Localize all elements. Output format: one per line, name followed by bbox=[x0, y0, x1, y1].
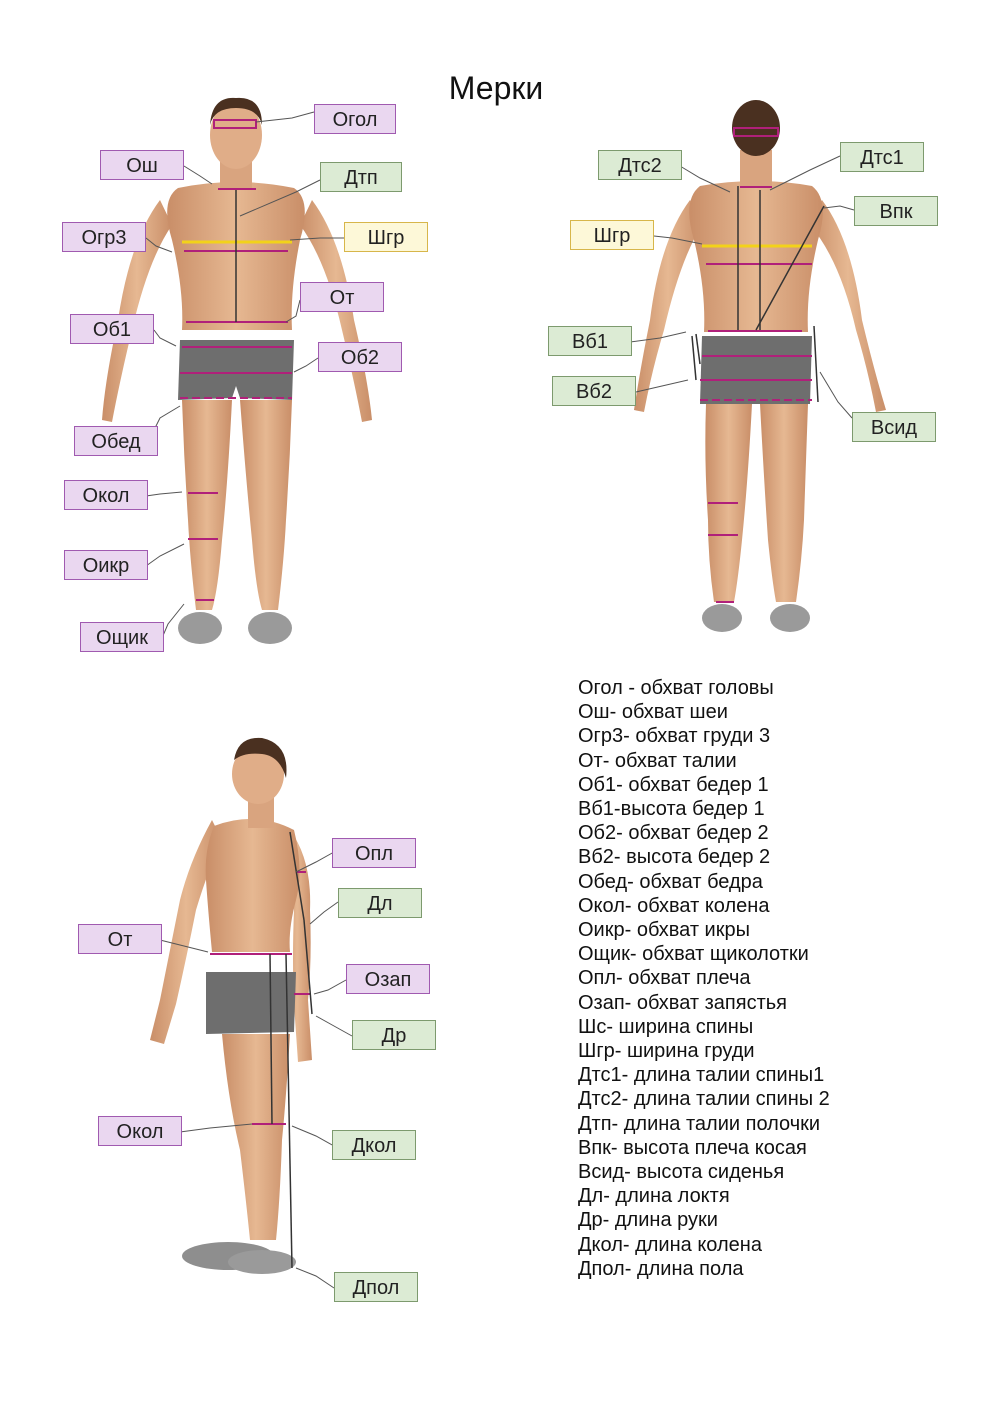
callout-obed: Обед bbox=[74, 426, 158, 456]
legend-item: Оикр- обхват икры bbox=[578, 919, 750, 942]
legend-item: Дпол- длина пола bbox=[578, 1257, 744, 1280]
legend-item: Ош- обхват шеи bbox=[578, 701, 728, 724]
callout-okol-side: Окол bbox=[98, 1116, 182, 1146]
legend-item: Дкол- длина колена bbox=[578, 1233, 762, 1256]
callout-ob2: Об2 bbox=[318, 342, 402, 372]
legend-item: Др- длина руки bbox=[578, 1209, 718, 1232]
callout-vpk: Впк bbox=[854, 196, 938, 226]
measurement-legend: Огол - обхват головы Ош- обхват шеи Огр3… bbox=[578, 676, 978, 1281]
callout-okol-front: Окол bbox=[64, 480, 148, 510]
page-title: Мерки bbox=[448, 70, 544, 106]
callout-oshchik: Ощик bbox=[80, 622, 164, 652]
callout-dpol: Дпол bbox=[334, 1272, 418, 1302]
callout-vb2: Вб2 bbox=[552, 376, 636, 406]
callout-ogol: Огол bbox=[314, 104, 396, 134]
callout-ob1: Об1 bbox=[70, 314, 154, 344]
legend-item: Обед- обхват бедра bbox=[578, 870, 763, 893]
callout-dkol: Дкол bbox=[332, 1130, 416, 1160]
callout-dts2: Дтс2 bbox=[598, 150, 682, 180]
callout-dts1: Дтс1 bbox=[840, 142, 924, 172]
callout-ogr3: Огр3 bbox=[62, 222, 146, 252]
legend-item: От- обхват талии bbox=[578, 749, 737, 772]
callout-ot-front: От bbox=[300, 282, 384, 312]
callout-dl: Дл bbox=[338, 888, 422, 918]
callout-oikr: Оикр bbox=[64, 550, 148, 580]
legend-item: Впк- высота плеча косая bbox=[578, 1136, 807, 1159]
legend-item: Огол - обхват головы bbox=[578, 677, 774, 699]
callout-dr: Др bbox=[352, 1020, 436, 1050]
callout-ozap: Озап bbox=[346, 964, 430, 994]
legend-item: Ощик- обхват щиколотки bbox=[578, 943, 809, 966]
legend-item: Об1- обхват бедер 1 bbox=[578, 773, 769, 796]
callout-shgr: Шгр bbox=[344, 222, 428, 252]
legend-item: Вб1-высота бедер 1 bbox=[578, 798, 765, 821]
callout-dtp: Дтп bbox=[320, 162, 402, 192]
legend-item: Об2- обхват бедер 2 bbox=[578, 822, 769, 845]
legend-item: Шгр- ширина груди bbox=[578, 1040, 755, 1063]
legend-item: Дл- длина локтя bbox=[578, 1185, 730, 1208]
legend-item: Шс- ширина спины bbox=[578, 1015, 754, 1038]
legend-item: Озап- обхват запястья bbox=[578, 991, 787, 1014]
callout-opl: Опл bbox=[332, 838, 416, 868]
back-figure bbox=[634, 100, 886, 632]
legend-item: Огр3- обхват груди 3 bbox=[578, 725, 771, 748]
legend-item: Дтп- длина талии полочки bbox=[578, 1112, 821, 1135]
legend-item: Дтс2- длина талии спины 2 bbox=[578, 1088, 830, 1111]
callout-osh: Ош bbox=[100, 150, 184, 180]
front-figure bbox=[102, 97, 372, 644]
callout-ot-side: От bbox=[78, 924, 162, 954]
legend-item: Опл- обхват плеча bbox=[578, 967, 751, 990]
legend-item: Вб2- высота бедер 2 bbox=[578, 846, 771, 869]
legend-item: Всид- высота сиденья bbox=[578, 1161, 785, 1184]
callout-shgr-back: Шгр bbox=[570, 220, 654, 250]
legend-item: Окол- обхват колена bbox=[578, 894, 770, 917]
callout-vsid: Всид bbox=[852, 412, 936, 442]
side-figure bbox=[150, 737, 313, 1274]
legend-item: Дтс1- длина талии спины1 bbox=[578, 1064, 825, 1087]
callout-vb1: Вб1 bbox=[548, 326, 632, 356]
